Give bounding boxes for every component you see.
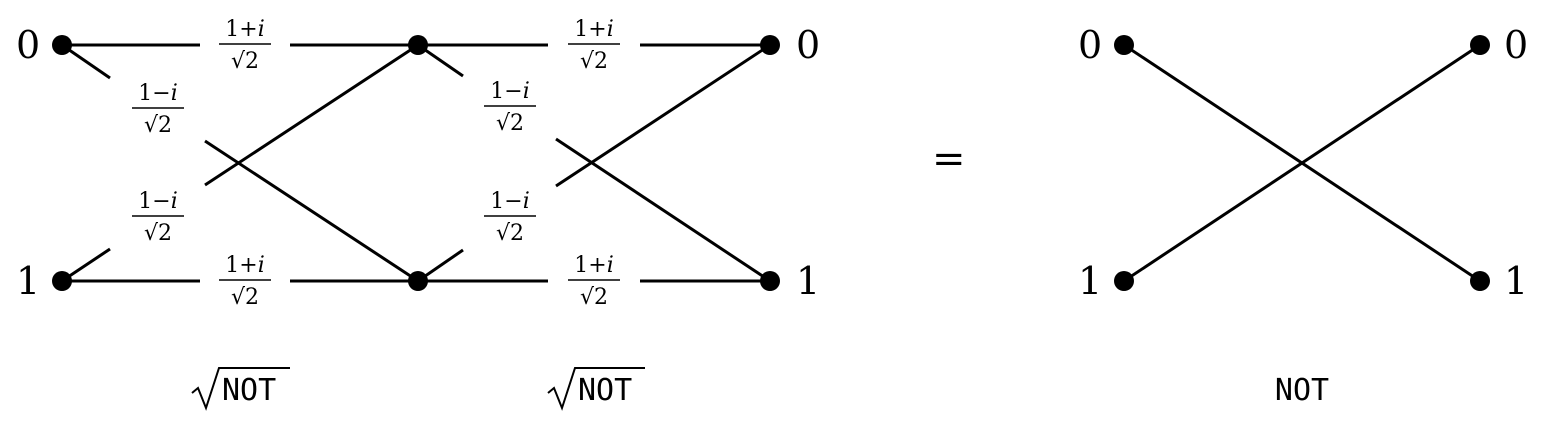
edge-s2-10-b — [555, 43, 771, 188]
edge-not-10 — [1123, 43, 1481, 283]
amplitude-s2-00: 1+i √2 — [568, 17, 620, 74]
svg-text:1+i: 1+i — [574, 253, 613, 278]
label-out-1: 1 — [796, 259, 820, 303]
svg-text:√2: √2 — [580, 285, 608, 310]
label-not-out-1: 1 — [1504, 259, 1528, 303]
svg-text:1+i: 1+i — [225, 17, 264, 42]
label-not-in-1: 1 — [1078, 259, 1102, 303]
node-mid-1 — [408, 271, 428, 291]
svg-text:√2: √2 — [231, 285, 259, 310]
node-not-in-0 — [1114, 35, 1134, 55]
amplitude-s1-00: 1+i √2 — [219, 17, 271, 74]
svg-text:√2: √2 — [580, 49, 608, 74]
amplitude-s2-11: 1+i √2 — [568, 253, 620, 310]
label-not-out-0: 0 — [1504, 23, 1528, 67]
equals-sign: = — [932, 136, 966, 182]
svg-text:√2: √2 — [144, 113, 172, 138]
label-out-0: 0 — [796, 23, 820, 67]
node-out-0 — [760, 35, 780, 55]
svg-text:√2: √2 — [144, 221, 172, 246]
node-not-out-0 — [1470, 35, 1490, 55]
svg-text:√2: √2 — [231, 49, 259, 74]
gate-label-not: NOT — [1275, 373, 1329, 408]
gate-label-sqrt-not-1: NOT — [222, 373, 276, 408]
node-in-1 — [52, 271, 72, 291]
label-in-0: 0 — [16, 23, 40, 67]
amplitude-s2-01: 1−i √2 — [484, 79, 536, 136]
label-not-in-0: 0 — [1078, 23, 1102, 67]
amplitude-s1-10: 1−i √2 — [132, 189, 184, 246]
amplitude-s1-11: 1+i √2 — [219, 253, 271, 310]
edge-s1-01-b — [204, 139, 419, 283]
svg-text:1−i: 1−i — [490, 79, 529, 104]
node-not-out-1 — [1470, 271, 1490, 291]
node-mid-0 — [408, 35, 428, 55]
svg-text:1−i: 1−i — [138, 81, 177, 106]
svg-text:1+i: 1+i — [574, 17, 613, 42]
amplitude-s2-10: 1−i √2 — [484, 189, 536, 246]
gate-caption-sqrt-not-2: NOT — [547, 367, 645, 411]
edge-s1-10-b — [204, 43, 419, 187]
svg-text:1−i: 1−i — [490, 189, 529, 214]
gate-label-sqrt-not-2: NOT — [578, 373, 632, 408]
label-in-1: 1 — [16, 259, 40, 303]
node-in-0 — [52, 35, 72, 55]
svg-text:1+i: 1+i — [225, 253, 264, 278]
gate-caption-sqrt-not-1: NOT — [191, 367, 290, 411]
node-not-in-1 — [1114, 271, 1134, 291]
svg-text:1−i: 1−i — [138, 189, 177, 214]
node-out-1 — [760, 271, 780, 291]
amplitude-s1-01: 1−i √2 — [132, 81, 184, 138]
svg-text:√2: √2 — [496, 111, 524, 136]
svg-text:√2: √2 — [496, 221, 524, 246]
